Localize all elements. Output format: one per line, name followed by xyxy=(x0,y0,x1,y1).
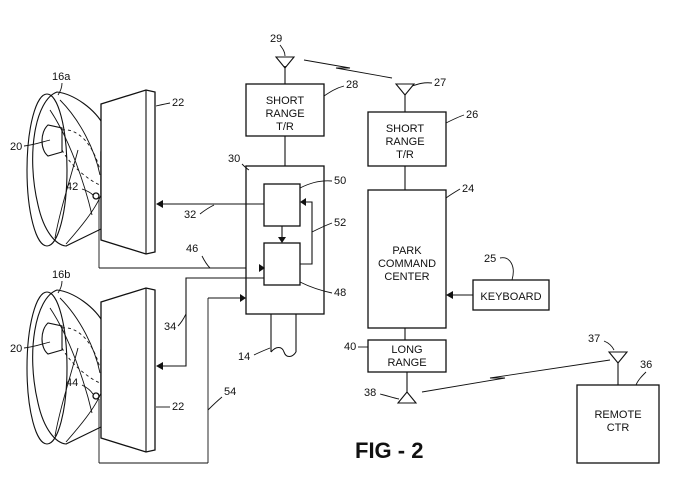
ref-36: 36 xyxy=(640,359,652,371)
ref-44: 44 xyxy=(66,377,78,389)
ref-22-top: 22 xyxy=(172,97,184,109)
ref-20-top: 20 xyxy=(10,141,22,153)
short-range-left-line2: RANGE xyxy=(265,108,304,120)
keyboard: KEYBOARD xyxy=(446,280,549,310)
lamp-housing-top xyxy=(101,90,155,254)
ref-54: 54 xyxy=(224,386,236,398)
short-range-right-line1: SHORT xyxy=(386,123,425,135)
ref-22-bottom: 22 xyxy=(172,401,184,413)
figure-title: FIG - 2 xyxy=(355,438,423,463)
ref-26: 26 xyxy=(466,109,478,121)
short-range-left-line1: SHORT xyxy=(266,95,305,107)
remote-ctr-line2: CTR xyxy=(607,422,630,434)
lamp-housing-bottom xyxy=(101,288,155,452)
lamp-assembly-top xyxy=(27,90,265,268)
ref-40: 40 xyxy=(344,341,356,353)
ref-24: 24 xyxy=(462,183,474,195)
short-range-right-line2: RANGE xyxy=(385,136,424,148)
long-range-line1: LONG xyxy=(391,344,422,356)
sensor-44 xyxy=(93,393,99,399)
ref-46: 46 xyxy=(186,243,198,255)
pcc-line2: COMMAND xyxy=(378,258,436,270)
short-range-right-line3: T/R xyxy=(396,149,414,161)
ref-34: 34 xyxy=(164,321,176,333)
lamp-bulb-top xyxy=(42,125,62,156)
lamp-assembly-bottom xyxy=(27,288,240,463)
short-range-right: SHORT RANGE T/R xyxy=(368,84,446,190)
wireless-link-short xyxy=(304,60,392,78)
ref-27: 27 xyxy=(434,77,446,89)
keyboard-label: KEYBOARD xyxy=(480,291,541,303)
short-range-left: SHORT RANGE T/R xyxy=(246,57,324,166)
long-range: LONG RANGE xyxy=(368,340,446,403)
ref-28: 28 xyxy=(346,79,358,91)
pcc-line3: CENTER xyxy=(384,271,429,283)
ref-37: 37 xyxy=(588,333,600,345)
cable-14 xyxy=(271,348,296,357)
ref-42: 42 xyxy=(66,181,78,193)
processor-48-box xyxy=(264,243,300,285)
ref-14: 14 xyxy=(238,351,250,363)
ref-16b: 16b xyxy=(52,269,70,281)
processor-50-box xyxy=(264,184,300,226)
antenna-37 xyxy=(609,352,627,363)
ref-48: 48 xyxy=(334,287,346,299)
pcc-line1: PARK xyxy=(392,245,422,257)
antenna-27 xyxy=(396,84,414,95)
ref-50: 50 xyxy=(334,175,346,187)
park-command-center: PARK COMMAND CENTER xyxy=(368,190,446,340)
ref-29: 29 xyxy=(270,33,282,45)
lamp-bulb-bottom xyxy=(42,323,62,354)
ref-20-bottom: 20 xyxy=(10,343,22,355)
antenna-38 xyxy=(398,392,416,403)
short-range-left-line3: T/R xyxy=(276,121,294,133)
sensor-42 xyxy=(93,193,99,199)
ref-52: 52 xyxy=(334,217,346,229)
remote-ctr-line1: REMOTE xyxy=(594,409,641,421)
ref-32: 32 xyxy=(184,209,196,221)
controller-unit xyxy=(246,166,324,357)
ref-38: 38 xyxy=(364,387,376,399)
ref-16a: 16a xyxy=(52,71,71,83)
long-range-line2: RANGE xyxy=(387,357,426,369)
ref-30: 30 xyxy=(228,153,240,165)
ref-25: 25 xyxy=(484,253,496,265)
